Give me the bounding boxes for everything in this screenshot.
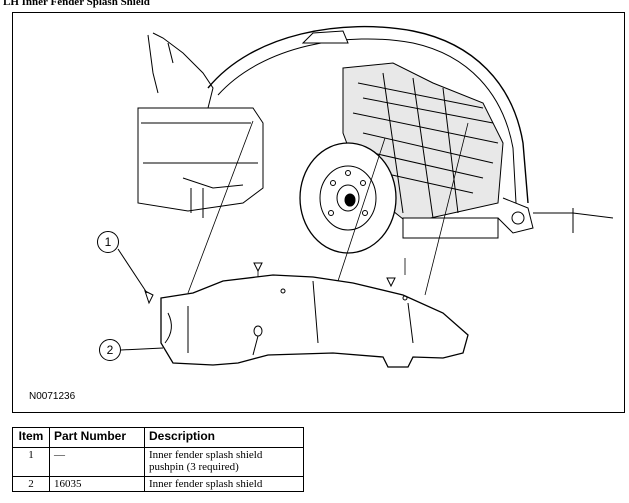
callout-1-leader [117,248,148,294]
row-description: Inner fender splash shield [144,476,304,492]
splash-shield [160,274,469,368]
diagram-frame: 1 2 N0071236 [12,12,625,413]
header-part-number: Part Number [49,427,145,448]
table-header-row: Item Part Number Description [12,427,304,448]
table-row: 2 16035 Inner fender splash shield [12,476,304,492]
row-item: 2 [12,476,50,492]
row-part-number: — [49,447,145,477]
brake-rotor [299,142,397,254]
header-item: Item [12,427,50,448]
callout-2: 2 [99,339,121,361]
row-description: Inner fender splash shield pushpin (3 re… [144,447,304,477]
header-description: Description [144,427,304,448]
bumper-body [137,32,264,218]
row-part-number: 16035 [49,476,145,492]
callout-2-leader [120,347,164,351]
parts-table: Item Part Number Description 1 — Inner f… [12,427,304,492]
fender-diagram [117,25,614,368]
figure-id: N0071236 [29,391,76,402]
wheel-well-arch [207,25,529,204]
row-item: 1 [12,447,50,477]
table-row: 1 — Inner fender splash shield pushpin (… [12,447,304,477]
leader-lines [187,120,469,296]
pushpins [144,262,396,305]
callout-1: 1 [97,231,119,253]
page-title: LH Inner Fender Splash Shield [3,0,150,8]
